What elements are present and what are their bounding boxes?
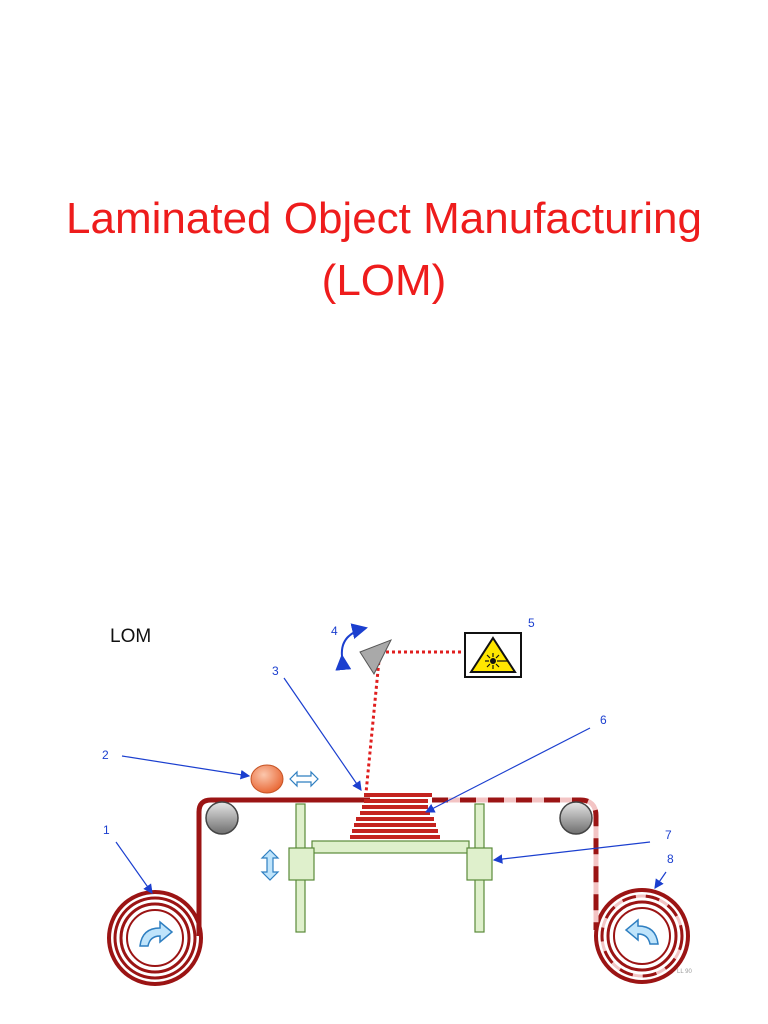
sheet-material-feed [196, 797, 370, 936]
leader-3 [283, 677, 362, 791]
watermark: LL 90 [677, 969, 692, 975]
guide-roller-left [205, 801, 239, 835]
slide-title: Laminated Object Manufacturing (LOM) [0, 188, 768, 312]
title-line-2: (LOM) [321, 256, 447, 305]
title-line-1: Laminated Object Manufacturing [66, 194, 702, 243]
rotate-arrow-icon [624, 918, 659, 945]
take-up-roll [594, 888, 690, 984]
rotate-arrow-icon [139, 920, 174, 947]
laminated-part-stack [350, 793, 440, 839]
label-7: 7 [665, 828, 672, 842]
platform-frame [288, 803, 493, 933]
double-arrow-icon [289, 770, 319, 788]
label-8: 8 [667, 852, 674, 866]
leader-8 [654, 871, 667, 889]
label-3: 3 [272, 664, 279, 678]
leader-2 [121, 755, 251, 780]
label-1: 1 [103, 823, 110, 837]
laser-warning-icon [464, 632, 522, 678]
laser-beam [364, 649, 462, 794]
diagram-heading: LOM [110, 626, 151, 647]
scanning-mirror [359, 639, 393, 676]
heated-roller [250, 764, 284, 794]
leader-6 [424, 727, 591, 813]
label-5: 5 [528, 616, 535, 630]
rotate-arrow-icon [335, 623, 368, 671]
guide-roller-right [559, 801, 593, 835]
label-2: 2 [102, 748, 109, 762]
leader-1 [115, 841, 153, 894]
label-4: 4 [331, 624, 338, 638]
double-arrow-icon [260, 849, 280, 881]
leader-7 [492, 841, 651, 864]
supply-roll [107, 890, 203, 986]
lom-diagram: LOM [102, 616, 692, 986]
label-6: 6 [600, 713, 607, 727]
